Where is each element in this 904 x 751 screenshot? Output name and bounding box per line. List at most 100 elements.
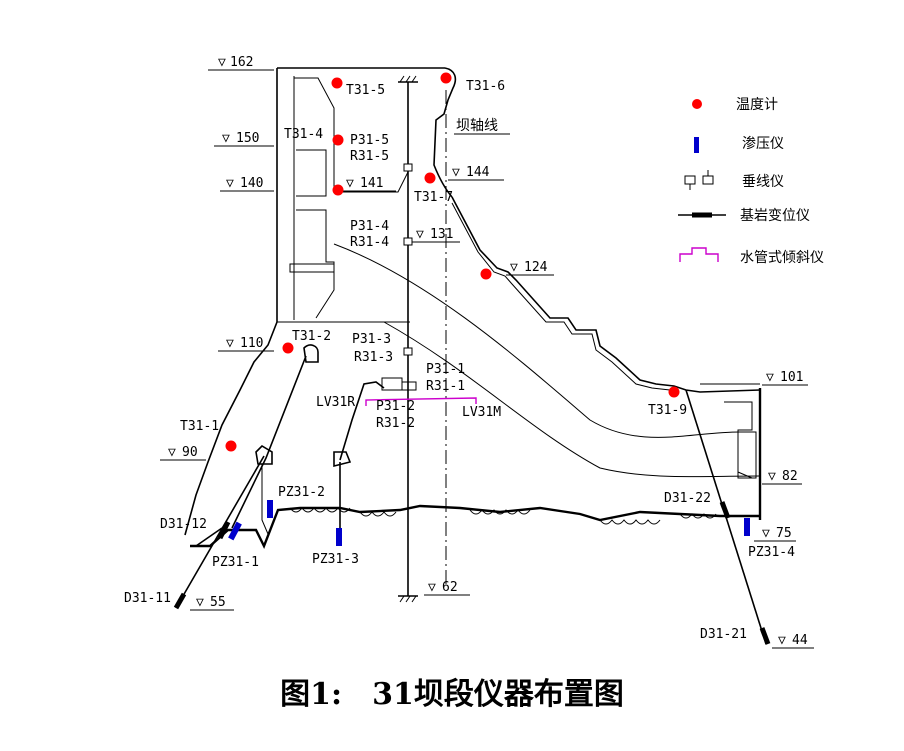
dam-outline: [175, 67, 767, 645]
svg-text:124: 124: [524, 260, 548, 275]
elevation-44: ▽ 44: [772, 633, 814, 649]
svg-text:D31-11: D31-11: [124, 591, 171, 606]
thermometer-t31-6: [440, 72, 452, 84]
svg-text:T31-2: T31-2: [292, 329, 331, 344]
svg-text:62: 62: [442, 580, 458, 595]
tiltmeter-lv31: [365, 397, 477, 406]
elevation-150: ▽150: [214, 131, 274, 147]
legend-thermometer-symbol: [692, 99, 702, 109]
extensometer-anchors: [173, 501, 771, 645]
svg-text:▽: ▽: [226, 176, 234, 191]
svg-text:▽: ▽: [766, 370, 774, 385]
svg-text:▽: ▽: [226, 336, 234, 351]
svg-text:▽: ▽: [452, 165, 460, 180]
svg-text:131: 131: [430, 227, 453, 242]
legend-tiltmeter-label: 水管式倾斜仪: [740, 250, 824, 266]
legend: 温度计 渗压仪 垂线仪 基岩变位仪 水管式倾斜仪: [678, 97, 824, 266]
svg-text:▽: ▽: [218, 55, 226, 70]
svg-text:PZ31-2: PZ31-2: [278, 485, 325, 500]
svg-text:P31-1: P31-1: [426, 362, 465, 377]
svg-text:T31-7: T31-7: [414, 190, 453, 205]
svg-text:▽: ▽: [510, 260, 518, 275]
svg-text:140: 140: [240, 176, 263, 191]
svg-text:▽: ▽: [168, 445, 176, 460]
piezometers: [228, 500, 750, 546]
svg-text:44: 44: [792, 633, 808, 648]
plumb-line-stations: [403, 163, 413, 356]
svg-text:PZ31-1: PZ31-1: [212, 555, 259, 570]
svg-text:T31-4: T31-4: [284, 127, 323, 142]
thermometer-p31-5: [332, 134, 344, 146]
svg-text:162: 162: [230, 55, 253, 70]
piezometer-pz31-1: [228, 521, 242, 541]
elevation-110: ▽ 110: [218, 336, 274, 352]
elevation-101: ▽ 101: [762, 370, 808, 386]
svg-text:150: 150: [236, 131, 259, 146]
svg-text:T31-9: T31-9: [648, 403, 687, 418]
svg-text:PZ31-4: PZ31-4: [748, 545, 795, 560]
svg-text:55: 55: [210, 595, 226, 610]
elevation-55: ▽ 55: [190, 595, 234, 611]
svg-text:P31-2: P31-2: [376, 399, 415, 414]
piezometer-pz31-4: [744, 518, 750, 536]
svg-text:LV31M: LV31M: [462, 405, 501, 420]
piezometer-pz31-2: [267, 500, 273, 518]
svg-text:R31-3: R31-3: [354, 350, 393, 365]
elevation-141: ▽141: [342, 176, 396, 192]
svg-text:D31-12: D31-12: [160, 517, 207, 532]
extensometer-d31-11: [173, 592, 187, 610]
svg-text:▽: ▽: [778, 633, 786, 648]
elevation-82: ▽ 82: [762, 469, 802, 485]
svg-text:101: 101: [780, 370, 803, 385]
svg-text:T31-1: T31-1: [180, 419, 219, 434]
figure-caption: 图1: 31坝段仪器布置图: [280, 677, 624, 712]
legend-plumb-line-symbol: [684, 170, 714, 190]
elevation-90: ▽ 90: [160, 445, 206, 461]
thermometer-t31-7: [424, 172, 436, 184]
svg-text:▽: ▽: [196, 595, 204, 610]
thermometer-t31-2: [282, 342, 294, 354]
extensometer-d31-21: [759, 627, 771, 645]
svg-text:144: 144: [466, 165, 490, 180]
thermometer-t31-9: [668, 386, 680, 398]
svg-text:P31-3: P31-3: [352, 332, 391, 347]
elevation-162: ▽ 162: [208, 55, 274, 71]
dam-axis-label: 坝轴线: [456, 118, 498, 134]
svg-text:▽: ▽: [416, 227, 424, 242]
svg-text:▽: ▽: [768, 469, 776, 484]
thermometer-t31-1: [225, 440, 237, 452]
svg-text:▽: ▽: [762, 526, 770, 541]
svg-text:▽: ▽: [428, 580, 436, 595]
legend-piezometer-symbol: [694, 137, 699, 153]
legend-thermometer-label: 温度计: [736, 97, 778, 113]
legend-piezometer-label: 渗压仪: [742, 136, 784, 152]
svg-text:R31-4: R31-4: [350, 235, 389, 250]
svg-text:T31-5: T31-5: [346, 83, 385, 98]
extensometer-d31-12: [217, 520, 231, 540]
svg-text:90: 90: [182, 445, 198, 460]
legend-tiltmeter-symbol: [679, 247, 719, 262]
svg-text:82: 82: [782, 469, 798, 484]
elevation-140: ▽ 140: [220, 176, 274, 192]
thermometer-t31-5: [331, 77, 343, 89]
elevation-marks: ▽162 ▽150 ▽140 ▽110 ▽90 ▽141 ▽144 ▽131 ▽…: [160, 55, 814, 649]
svg-text:75: 75: [776, 526, 792, 541]
elevation-124: ▽ 124: [506, 260, 554, 276]
svg-text:LV31R: LV31R: [316, 395, 355, 410]
svg-text:D31-22: D31-22: [664, 491, 711, 506]
svg-text:PZ31-3: PZ31-3: [312, 552, 359, 567]
svg-text:P31-4: P31-4: [350, 219, 389, 234]
svg-text:▽: ▽: [346, 176, 354, 191]
extensometer-d31-22: [719, 501, 731, 519]
elevation-131: ▽ 131: [412, 227, 460, 243]
thermometer-t31-4: [332, 184, 344, 196]
svg-text:P31-5: P31-5: [350, 133, 389, 148]
svg-text:R31-5: R31-5: [350, 149, 389, 164]
svg-text:D31-21: D31-21: [700, 627, 747, 642]
thermometers: [225, 72, 680, 452]
instrument-labels: T31-5 T31-6 T31-4 P31-5 R31-5 T31-7 P31-…: [124, 79, 795, 642]
svg-text:110: 110: [240, 336, 263, 351]
thermometer-124: [480, 268, 492, 280]
legend-plumb-line-label: 垂线仪: [742, 174, 784, 190]
